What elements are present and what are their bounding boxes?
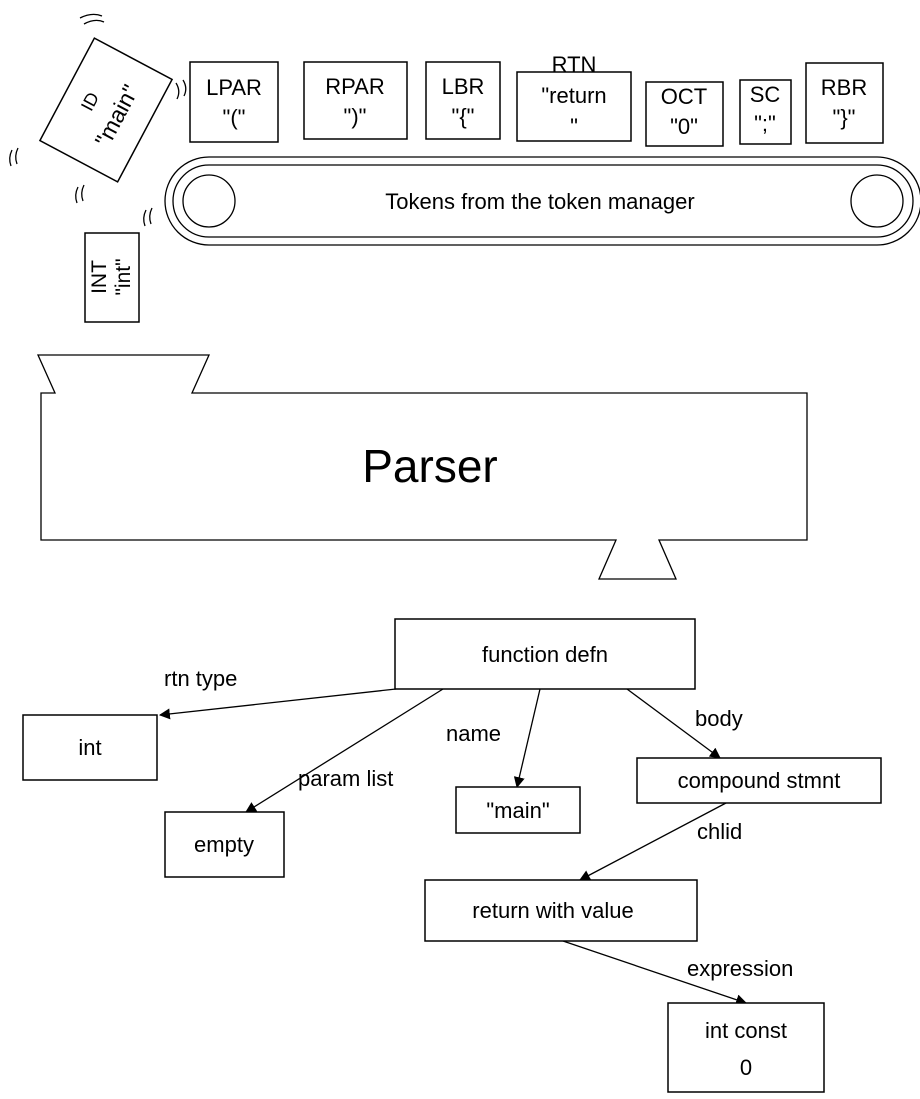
node-label: compound stmnt (678, 768, 841, 793)
parser-machine: Parser (36, 354, 808, 580)
token-kind: LBR (442, 74, 485, 99)
token-rpar: RPAR ")" (303, 61, 408, 140)
token-kind: RPAR (325, 74, 385, 99)
token-text: "(" (223, 105, 246, 130)
edge-body (626, 688, 721, 759)
token-text: ";" (754, 111, 776, 136)
token-kind: RTN (552, 52, 597, 77)
edge-child (579, 802, 727, 881)
edge-name (513, 688, 541, 789)
token-text: "0" (670, 114, 698, 139)
node-label: function defn (482, 642, 608, 667)
ast-node-compound-stmnt: compound stmnt (636, 757, 882, 804)
token-kind: OCT (661, 84, 707, 109)
motion-lines (9, 13, 187, 227)
ast-edges (158, 688, 748, 1006)
label-param-list: param list (298, 766, 393, 791)
edge-expression (562, 940, 748, 1006)
conveyor-label: Tokens from the token manager (385, 189, 694, 214)
ast-node-int-const: int const 0 (667, 1002, 825, 1093)
node-label: int (78, 735, 101, 760)
label-name: name (446, 721, 501, 746)
token-rtn: RTN "return " (516, 52, 632, 142)
token-text: "{" (452, 104, 475, 129)
conveyor-belt: Tokens from the token manager (164, 156, 920, 246)
node-label: int const (705, 1018, 787, 1043)
token-text: "return (541, 83, 606, 108)
node-label: empty (194, 832, 254, 857)
token-kind: RBR (821, 75, 867, 100)
conveyor-right-roller (850, 174, 904, 228)
token-text: "}" (833, 105, 856, 130)
node-label: return with value (472, 898, 633, 923)
ast-node-main: "main" (455, 786, 581, 834)
token-text: ")" (344, 104, 367, 129)
token-text-continued: " (570, 114, 578, 139)
token-rbr: RBR "}" (805, 62, 884, 144)
token-kind: SC (750, 82, 781, 107)
token-oct: OCT "0" (645, 81, 724, 147)
ast-node-int: int (22, 714, 158, 781)
token-int-falling: INT "int" (84, 232, 140, 323)
token-lpar: LPAR "(" (189, 61, 279, 143)
ast-node-return-with-value: return with value (424, 879, 698, 942)
ast-node-function-defn: function defn (394, 618, 696, 690)
label-child: chlid (697, 819, 742, 844)
conveyor-left-roller (182, 174, 236, 228)
node-value: 0 (740, 1055, 752, 1080)
edge-rtn-type (158, 688, 397, 720)
label-expression: expression (687, 956, 793, 981)
token-kind: INT (88, 260, 111, 294)
token-sc: SC ";" (739, 79, 792, 145)
edge-param-list (245, 688, 444, 813)
token-kind: LPAR (206, 75, 262, 100)
parser-label: Parser (362, 440, 497, 492)
label-rtn-type: rtn type (164, 666, 237, 691)
token-lbr: LBR "{" (425, 61, 501, 140)
label-body: body (695, 706, 743, 731)
token-text: "int" (112, 258, 135, 295)
ast-edge-labels: rtn type param list name body chlid expr… (164, 666, 793, 981)
node-label: "main" (486, 798, 549, 823)
token-id-falling: ID "main" (38, 37, 174, 183)
ast-node-empty: empty (164, 811, 285, 878)
